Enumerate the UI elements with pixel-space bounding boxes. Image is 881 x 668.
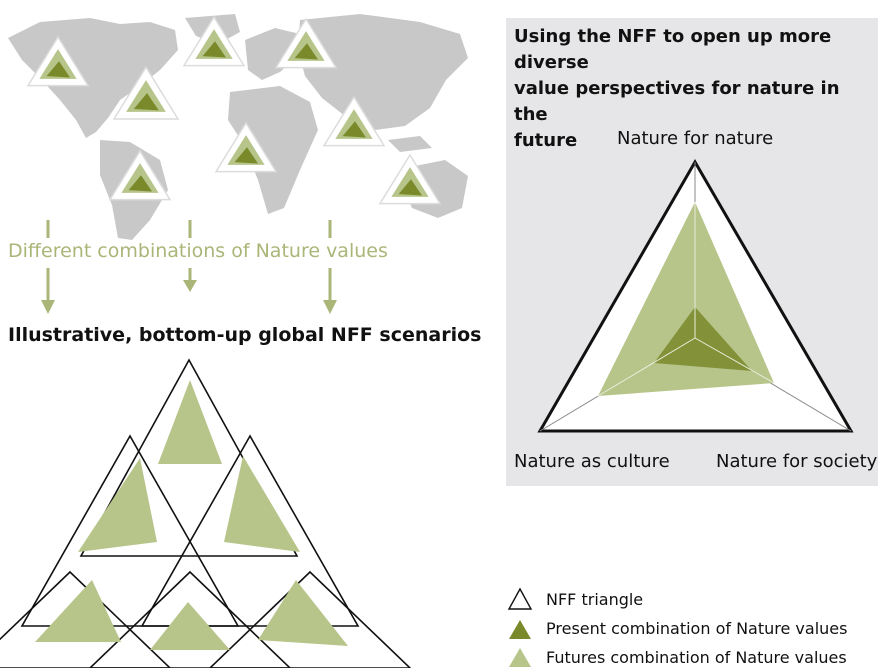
map-badge-present-triangle <box>342 121 366 138</box>
scenarios-heading: Illustrative, bottom-up global NFF scena… <box>8 324 482 346</box>
scenario-future-triangle <box>158 380 222 464</box>
map-badge-present-triangle <box>202 41 226 58</box>
map-badge-present-triangle <box>398 179 422 196</box>
vertex-label-nature-for-nature: Nature for nature <box>617 128 774 149</box>
map-badge-present-triangle <box>133 93 159 111</box>
vertex-label-nature-for-society: Nature for society <box>716 451 878 472</box>
scenario-nff-triangle <box>0 570 172 668</box>
scenario-nff-triangle <box>208 570 412 668</box>
arrow-head <box>323 300 337 314</box>
scenario-nff-triangle <box>20 434 240 627</box>
scenario-future-triangle <box>224 456 300 552</box>
scenario-future-triangle <box>258 580 348 646</box>
scenario-future-triangle <box>78 458 157 552</box>
panel-title-line: Using the NFF to open up more diverse <box>514 26 832 73</box>
map-badge-present-triangle <box>294 43 318 60</box>
map-badge-present-triangle <box>46 61 70 78</box>
legend-label-futures: Futures combination of Nature values <box>546 648 847 667</box>
nff-diagram <box>537 159 854 433</box>
scenario-nff-triangle <box>140 434 360 627</box>
outline-triangle-icon <box>507 587 533 610</box>
scenario-future-triangle <box>35 580 121 642</box>
legend-label-nff-triangle: NFF triangle <box>546 590 644 609</box>
axis-overlay <box>597 337 696 397</box>
light-green-triangle-icon <box>509 648 531 667</box>
scenario-nff-triangle <box>88 570 292 668</box>
vertex-label-nature-as-culture: Nature as culture <box>514 451 670 472</box>
scenario-future-triangle <box>150 602 230 650</box>
panel-title: Using the NFF to open up more diverse va… <box>514 24 876 154</box>
legend-label-present: Present combination of Nature values <box>546 619 848 638</box>
present-combination-triangle <box>654 307 752 371</box>
dark-green-triangle-icon <box>509 620 531 639</box>
arrow-head <box>41 300 55 314</box>
values-subtitle: Different combinations of Nature values <box>8 240 388 262</box>
value-arrows <box>41 220 337 314</box>
arrow-head <box>183 280 197 292</box>
scenario-triangle-grid <box>0 358 412 668</box>
axis-overlay <box>694 337 775 384</box>
world-map <box>8 14 468 314</box>
map-badge-present-triangle <box>128 175 152 192</box>
continents <box>8 14 468 240</box>
panel-title-line: future <box>514 130 578 151</box>
legend-icons <box>507 587 533 667</box>
panel-title-line: value perspectives for nature in the <box>514 78 840 125</box>
map-badge-present-triangle <box>234 147 258 164</box>
